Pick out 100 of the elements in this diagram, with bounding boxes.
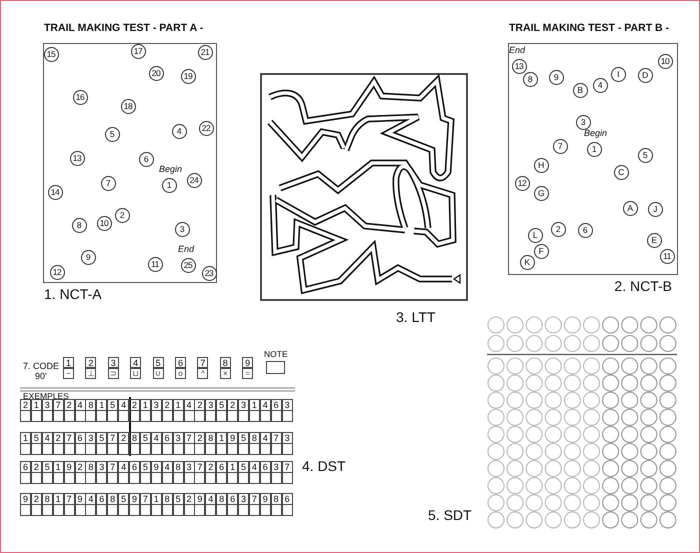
- numbered-circle: 9: [80, 250, 96, 264]
- digit-cell: 3: [238, 399, 249, 411]
- time-limit: 90': [35, 371, 47, 381]
- numbered-circle: A: [622, 200, 638, 216]
- numbered-circle: 2: [550, 222, 566, 236]
- numbered-circle: 2: [114, 208, 130, 222]
- digit-cell: 8: [162, 493, 173, 505]
- test-label: 1. NCT-A: [44, 286, 102, 302]
- numbered-circle: 11: [148, 256, 162, 272]
- numbered-circle: 21: [198, 44, 212, 60]
- test-label: 3. LTT: [396, 309, 436, 325]
- key-symbol: ^: [197, 368, 208, 379]
- digit-cell: 6: [270, 399, 282, 411]
- numbered-circle: 4: [592, 78, 608, 92]
- key-digit: 9: [242, 357, 254, 368]
- digit-cell: 2: [118, 432, 130, 444]
- digit-cell: 9: [64, 461, 75, 473]
- digit-cell: 4: [42, 432, 53, 444]
- digit-cell: 8: [248, 432, 260, 444]
- digit-cell: 8: [172, 461, 184, 473]
- numbered-circle: 17: [130, 44, 146, 58]
- digit-cell: 6: [216, 461, 228, 473]
- digit-cell: 3: [85, 432, 96, 444]
- digit-cell: 1: [30, 399, 42, 411]
- numbered-circle: 6: [578, 222, 592, 238]
- digit-cell: 5: [30, 432, 42, 444]
- numbered-circle: H: [534, 158, 548, 172]
- digit-cell: 8: [216, 493, 228, 505]
- marker-text: Begin: [584, 128, 608, 138]
- section-title: TRAIL MAKING TEST - PART A -: [44, 22, 204, 34]
- key-symbol: o: [175, 368, 186, 379]
- digit-cell: 8: [129, 432, 140, 444]
- digit-cell: 5: [238, 461, 249, 473]
- digit-cell: 5: [96, 432, 108, 444]
- key-symbol: ⊥: [85, 368, 96, 379]
- numbered-circle: G: [534, 186, 548, 200]
- digit-cell: 9: [20, 493, 31, 505]
- digit-cell: 2: [30, 461, 42, 473]
- numbered-circle: 9: [548, 70, 564, 84]
- digit-cell: 3: [184, 461, 194, 473]
- digit-cell: 1: [172, 399, 184, 411]
- digit-cell: 8: [205, 432, 216, 444]
- numbered-circle: 24: [186, 172, 202, 188]
- digit-cell: 5: [216, 399, 228, 411]
- digit-cell: 2: [129, 399, 140, 411]
- key-digit: 1: [63, 357, 74, 368]
- test-label: 4. DST: [302, 458, 346, 474]
- numbered-circle: 12: [50, 264, 64, 280]
- digit-cell: 1: [20, 432, 31, 444]
- digit-cell: 2: [52, 432, 64, 444]
- key-digit: 3: [108, 357, 119, 368]
- test-label: 5. SDT: [428, 507, 472, 523]
- digit-cell: 1: [96, 399, 108, 411]
- digit-cell: 4: [118, 399, 130, 411]
- digit-cell: 7: [107, 461, 118, 473]
- numbered-circle: 5: [638, 148, 652, 162]
- digit-cell: 2: [194, 432, 206, 444]
- test-label: 2. NCT-B: [614, 278, 672, 294]
- numbered-circle: 5: [104, 126, 120, 142]
- digit-cell: 1: [140, 399, 151, 411]
- key-digit: 2: [85, 357, 96, 368]
- digit-cell: 9: [194, 493, 206, 505]
- digit-cell: 3: [42, 399, 53, 411]
- digit-cell: 4: [74, 399, 86, 411]
- digit-cell: 1: [52, 461, 64, 473]
- digit-cell: 7: [282, 461, 293, 473]
- digit-cell: 5: [172, 493, 184, 505]
- numbered-circle: E: [646, 232, 662, 248]
- marker-text: End: [178, 244, 194, 254]
- numbered-circle: 10: [658, 54, 672, 68]
- digit-cell: 2: [74, 461, 86, 473]
- key-symbol: =: [242, 368, 254, 379]
- examples-heading: EXEMPLES: [23, 391, 69, 401]
- digit-cell: 2: [30, 493, 42, 505]
- digit-cell: 3: [270, 461, 282, 473]
- numbered-circle: 16: [72, 90, 88, 104]
- numbered-circle: 20: [148, 66, 164, 80]
- key-digit: 8: [220, 357, 231, 368]
- digit-cell: 1: [150, 493, 162, 505]
- marker-text: Begin: [159, 164, 182, 174]
- digit-cell: 9: [74, 493, 86, 505]
- digit-cell: 4: [248, 461, 260, 473]
- digit-cell: 6: [20, 461, 31, 473]
- numbered-circle: 6: [138, 152, 154, 166]
- numbered-circle: 12: [514, 176, 530, 190]
- digit-cell: 3: [96, 461, 108, 473]
- digit-cell: 9: [227, 432, 238, 444]
- numbered-circle: F: [534, 244, 548, 258]
- digit-cell: 1: [248, 399, 260, 411]
- numbered-circle: 8: [72, 218, 86, 232]
- digit-cell: 4: [205, 493, 216, 505]
- digit-cell: 5: [140, 432, 151, 444]
- numbered-circle: 13: [70, 150, 84, 166]
- digit-cell: 6: [260, 461, 271, 473]
- digit-cell: 7: [270, 432, 282, 444]
- digit-cell: 8: [85, 399, 96, 411]
- digit-cell: 2: [162, 399, 173, 411]
- numbered-circle: 22: [198, 120, 214, 136]
- marker-text: End: [509, 45, 526, 55]
- numbered-circle: 14: [48, 184, 62, 200]
